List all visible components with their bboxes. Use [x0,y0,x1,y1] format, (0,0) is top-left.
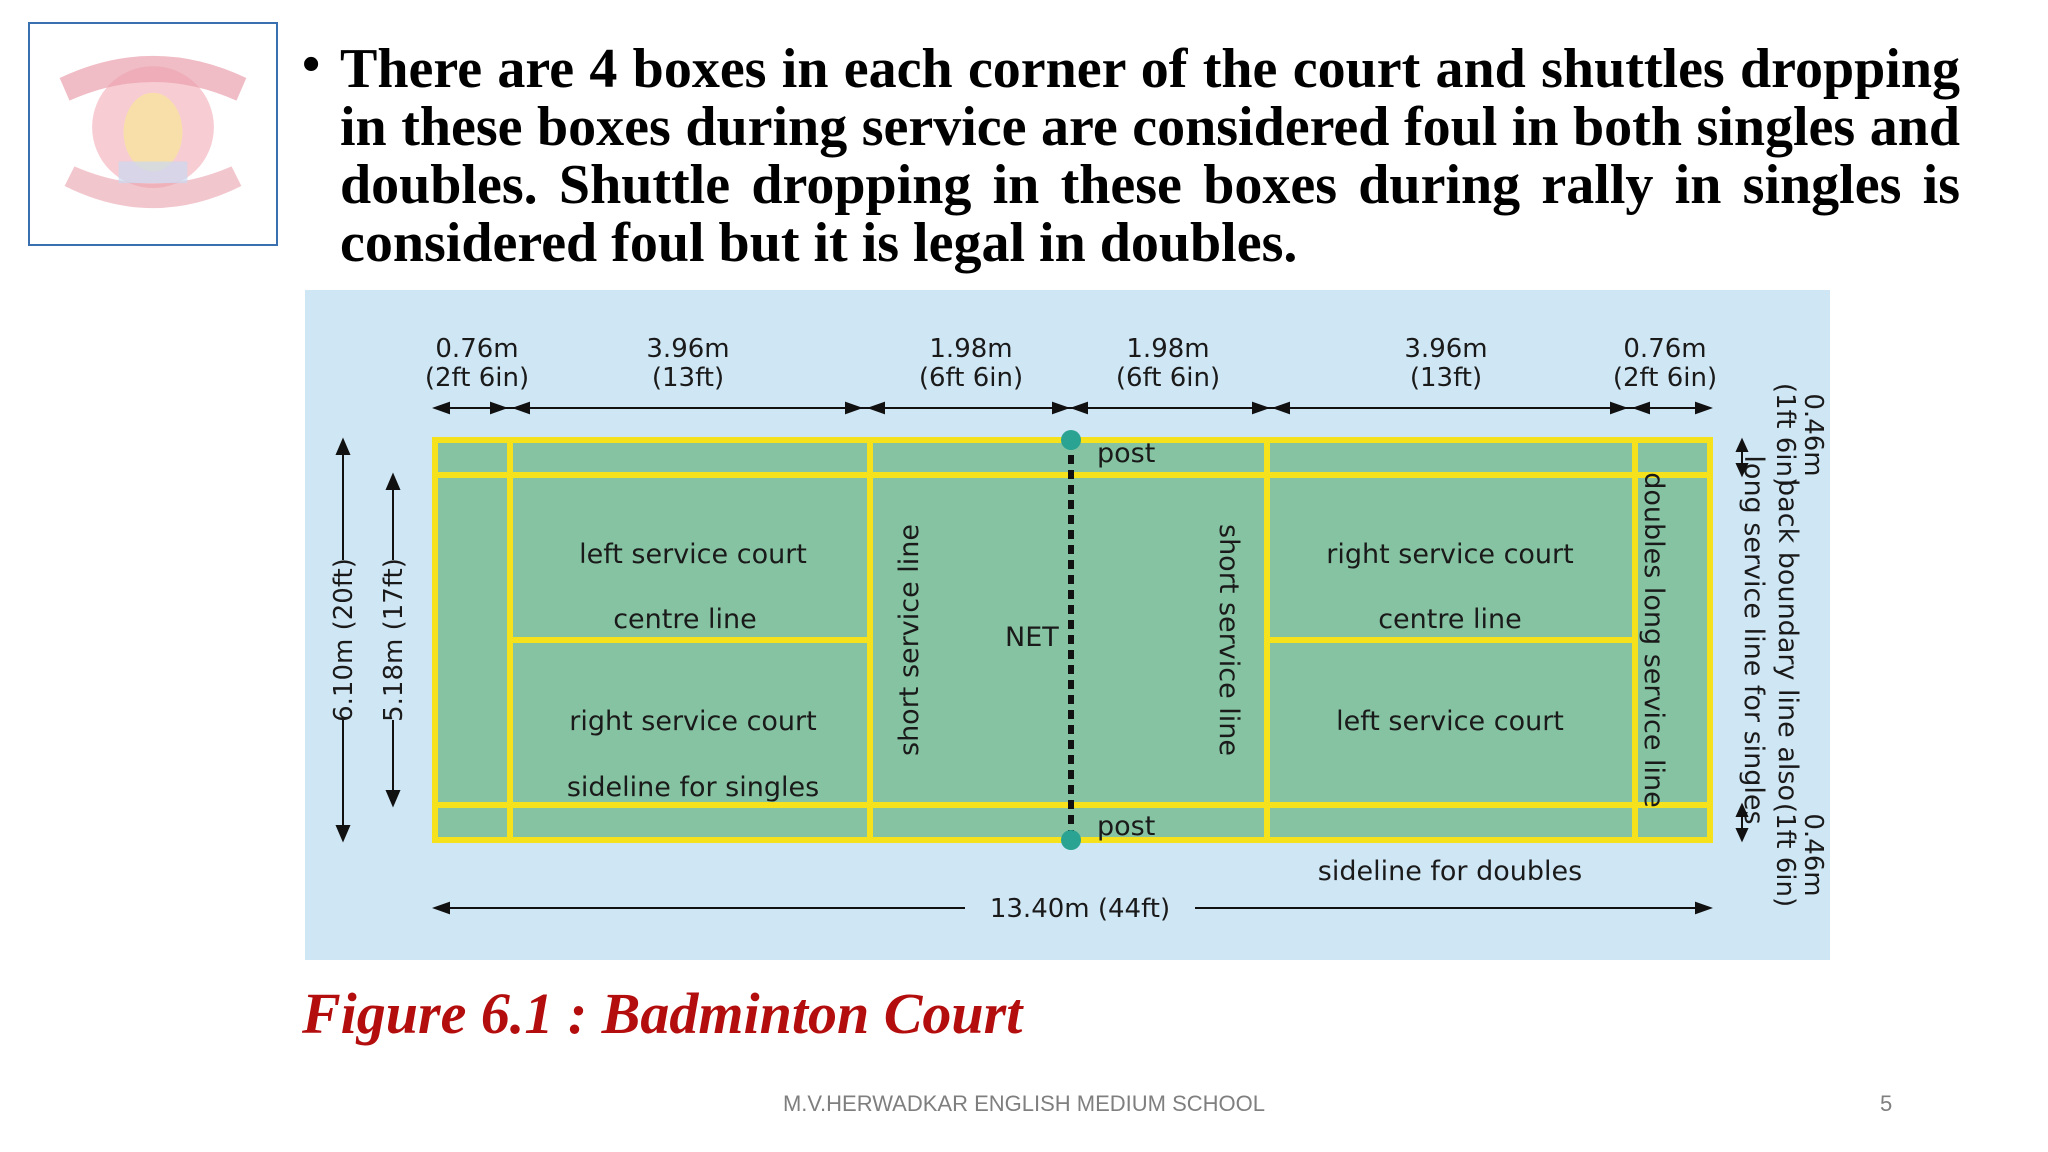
dim-back-left-m: 3.96m [646,334,729,364]
alley-arrows [1735,437,1749,843]
dim-back-left-ft: (13ft) [652,363,724,393]
dim-front-right-ft: (6ft 6in) [1116,363,1220,393]
dim-alley-right-ft: (2ft 6in) [1613,363,1717,393]
school-logo [28,22,278,246]
left-service-court-label-1: left service court [579,539,807,570]
alley-bottom-ft: (1ft 6in) [1770,803,1800,907]
dim-back-right-m: 3.96m [1404,334,1487,364]
alley-top-ft: (1ft 6in) [1770,383,1800,487]
height-singles-label: 5.18m (17ft) [379,558,409,722]
centre-line-label-2: centre line [1378,604,1522,635]
right-service-court-label-2: right service court [1326,539,1573,570]
post-top-marker [1061,430,1081,450]
dim-alley-right-m: 0.76m [1623,334,1706,364]
centre-line-label-1: centre line [613,604,757,635]
top-dimension-labels: 0.76m (2ft 6in) 3.96m (13ft) 1.98m (6ft … [425,334,1717,393]
post-bottom-label: post [1097,811,1155,842]
back-boundary-label-2: long service line for singles [1738,455,1769,824]
figure-caption: Figure 6.1 : Badminton Court [302,981,1023,1046]
badminton-court-diagram: 0.76m (2ft 6in) 3.96m (13ft) 1.98m (6ft … [305,290,1830,960]
alley-top-m: 0.46m [1798,393,1828,476]
post-bottom-marker [1061,830,1081,850]
dim-front-left-ft: (6ft 6in) [919,363,1023,393]
bullet-text: There are 4 boxes in each corner of the … [340,40,1960,274]
post-top-label: post [1097,438,1155,469]
dim-back-right-ft: (13ft) [1410,363,1482,393]
dim-front-right-m: 1.98m [1126,334,1209,364]
short-service-line-label-2: short service line [1213,524,1244,756]
dim-alley-left-ft: (2ft 6in) [425,363,529,393]
dim-front-left-m: 1.98m [929,334,1012,364]
bottom-width-arrow [432,901,1713,915]
doubles-long-service-line-label: doubles long service line [1638,472,1669,808]
page-number: 5 [1880,1091,1893,1116]
left-height-arrows [335,437,401,843]
net-label: NET [1005,622,1059,653]
left-service-court-label-2: left service court [1336,706,1564,737]
bullet-marker: • [302,36,321,93]
short-service-line-label-1: short service line [894,524,925,756]
back-boundary-label-1: back boundary line also [1772,479,1803,801]
right-service-court-label-1: right service court [569,706,816,737]
school-crest-logo [59,55,247,209]
sideline-singles-label: sideline for singles [567,772,819,803]
total-width-label: 13.40m (44ft) [990,894,1170,924]
top-dimension-arrows [432,401,1713,415]
alley-bottom-m: 0.46m [1798,813,1828,896]
footer-school-name: M.V.HERWADKAR ENGLISH MEDIUM SCHOOL [782,1091,1266,1116]
sideline-doubles-label: sideline for doubles [1318,856,1582,887]
dim-alley-left-m: 0.76m [435,334,518,364]
height-total-label: 6.10m (20ft) [329,558,359,722]
